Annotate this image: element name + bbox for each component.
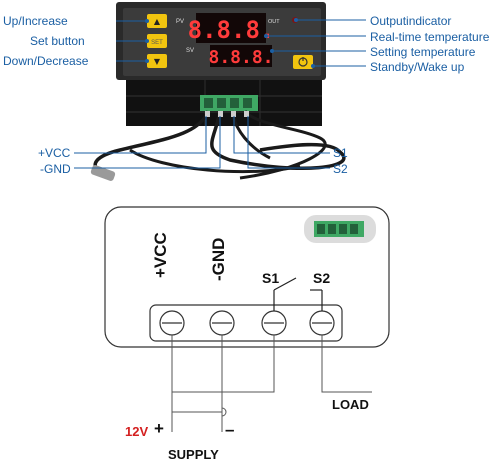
callout-down-decrease: Down/Decrease bbox=[3, 54, 89, 68]
wiring-schematic bbox=[104, 206, 390, 432]
down-arrow-icon: ▼ bbox=[154, 57, 161, 66]
sv-display bbox=[210, 45, 272, 67]
label-12v: 12V bbox=[125, 424, 149, 439]
label-minus: – bbox=[225, 420, 235, 439]
pv-display bbox=[196, 13, 266, 43]
pv-label: PV bbox=[176, 19, 184, 25]
callout-set-button: Set button bbox=[30, 34, 85, 48]
callout-vcc: +VCC bbox=[38, 146, 71, 160]
sv-display-digits: 8.8.8. bbox=[208, 47, 273, 68]
sensor-cable bbox=[93, 110, 210, 174]
callout-up-increase: Up/Increase bbox=[3, 14, 68, 28]
up-button[interactable] bbox=[147, 14, 167, 28]
callout-setting-temperature: Setting temperature bbox=[370, 45, 476, 59]
up-arrow-icon: ▲ bbox=[154, 17, 161, 26]
callout-output-indicator: Outputindicator bbox=[370, 14, 452, 28]
callout-dots bbox=[145, 18, 315, 68]
callout-s2: S2 bbox=[333, 162, 348, 176]
temperature-probe bbox=[90, 165, 116, 181]
label-gnd: -GND bbox=[209, 237, 228, 281]
callout-s1: S1 bbox=[333, 146, 348, 160]
label-plus: + bbox=[154, 419, 164, 438]
terminal-strip bbox=[149, 304, 343, 342]
standby-button[interactable] bbox=[293, 55, 313, 69]
label-load: LOAD bbox=[332, 397, 369, 412]
callout-leaders bbox=[74, 19, 366, 169]
label-supply: SUPPLY bbox=[168, 447, 219, 462]
callout-gnd: -GND bbox=[40, 162, 71, 176]
thermostat-device: ▲ SET ▼ PV SV OUT 8.8.8. 8.8.8. bbox=[90, 2, 346, 181]
sv-label: SV bbox=[186, 48, 194, 54]
label-s2: S2 bbox=[313, 270, 331, 286]
callout-real-time-temperature: Real-time temperature bbox=[370, 30, 490, 44]
callout-standby-wake-up: Standby/Wake up bbox=[370, 60, 465, 74]
out-label: OUT bbox=[268, 19, 280, 25]
pv-display-digits: 8.8.8. bbox=[188, 16, 275, 44]
set-button-label: SET bbox=[151, 40, 163, 46]
set-button[interactable] bbox=[147, 34, 167, 48]
label-s1: S1 bbox=[262, 270, 280, 286]
external-wires bbox=[171, 335, 372, 432]
relay-switch bbox=[273, 277, 323, 311]
down-button[interactable] bbox=[147, 54, 167, 68]
label-vcc: +VCC bbox=[151, 232, 170, 278]
